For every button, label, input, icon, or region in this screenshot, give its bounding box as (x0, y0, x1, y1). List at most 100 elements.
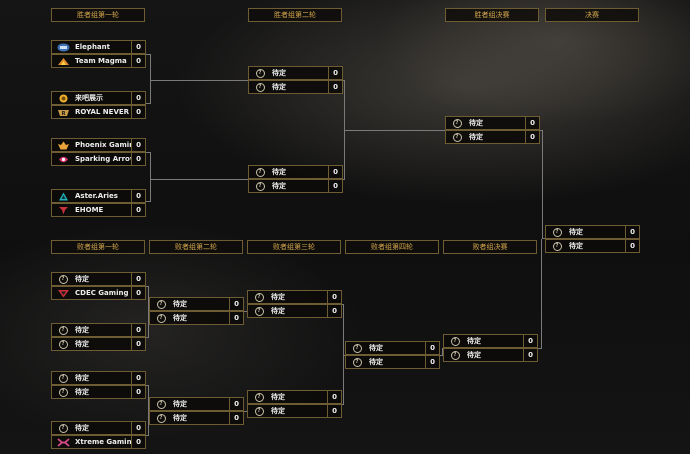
bracket-connector-line (148, 311, 149, 312)
header-grand-final: 决赛 (545, 8, 639, 22)
bracket-connector-line (146, 435, 149, 436)
team-name: Sparking Arrow… (75, 155, 131, 163)
svg-text:R: R (61, 111, 65, 117)
team-score: 0 (523, 349, 537, 361)
team-name: 待定 (467, 337, 481, 345)
tbd-team-icon: ? (251, 305, 267, 317)
team-score: 0 (131, 139, 145, 151)
header-losers-round-3: 败者组第三轮 (247, 240, 341, 254)
team-score: 0 (131, 372, 145, 384)
tbd-team-icon: ? (449, 131, 465, 143)
team-name: 待定 (271, 293, 285, 301)
team-score: 0 (328, 81, 342, 93)
team-name: 待定 (271, 307, 285, 315)
tbd-team-icon: ? (153, 298, 169, 310)
bracket-connector-line (148, 286, 149, 338)
bracket-slot[interactable]: ? 待定 0 (149, 411, 244, 425)
team-score: 0 (131, 422, 145, 434)
tbd-team-icon: ? (55, 386, 71, 398)
team-score: 0 (131, 106, 145, 118)
team-name: 待定 (569, 228, 583, 236)
team-name: 待定 (75, 340, 89, 348)
tbd-team-icon: ? (55, 273, 71, 285)
aster-aries-logo-icon (55, 190, 71, 202)
team-name: Elephant (75, 43, 110, 51)
ehome-logo-icon (55, 204, 71, 216)
bracket-slot[interactable]: Elephant 0 (51, 40, 146, 54)
team-name: 待定 (469, 119, 483, 127)
bracket-connector-line (146, 201, 151, 202)
header-winners-final: 胜者组决赛 (445, 8, 539, 22)
phoenix-gaming-logo-icon (55, 139, 71, 151)
header-winners-round-2: 胜者组第二轮 (248, 8, 342, 22)
team-score: 0 (523, 335, 537, 347)
team-score: 0 (229, 398, 243, 410)
bracket-slot[interactable]: Sparking Arrow…0 (51, 152, 146, 166)
team-score: 0 (328, 67, 342, 79)
team-name: 待定 (272, 168, 286, 176)
team-name: 待定 (467, 351, 481, 359)
team-score: 0 (327, 391, 341, 403)
bracket-connector-line (146, 286, 149, 287)
team-name: Aster.Aries (75, 192, 118, 200)
header-losers-round-4: 败者组第四轮 (345, 240, 439, 254)
team-score: 0 (425, 356, 439, 368)
bracket-slot[interactable]: ? 待定 0 (149, 297, 244, 311)
team-score: 0 (625, 240, 639, 252)
bracket-slot[interactable]: ? 待定 0 (443, 348, 538, 362)
tbd-team-icon: ? (55, 324, 71, 336)
tbd-team-icon: ? (447, 349, 463, 361)
team-score: 0 (131, 55, 145, 67)
team-name: 待定 (173, 300, 187, 308)
team-name: 待定 (272, 83, 286, 91)
team-name: 待定 (469, 133, 483, 141)
team-score: 0 (229, 412, 243, 424)
team-score: 0 (131, 41, 145, 53)
team-score: 0 (425, 342, 439, 354)
team-score: 0 (131, 287, 145, 299)
team-score: 0 (625, 226, 639, 238)
tbd-team-icon: ? (153, 412, 169, 424)
bracket-connector-line (148, 411, 149, 412)
team-score: 0 (131, 324, 145, 336)
bracket-connector-line (542, 238, 545, 239)
bracket-connector-line (538, 348, 542, 349)
bracket-connector-line (440, 355, 443, 356)
bracket-connector-line (150, 179, 248, 180)
tbd-team-icon: ? (251, 391, 267, 403)
team-score: 0 (229, 298, 243, 310)
bracket-connector-line (244, 311, 247, 312)
team-name: 待定 (173, 414, 187, 422)
